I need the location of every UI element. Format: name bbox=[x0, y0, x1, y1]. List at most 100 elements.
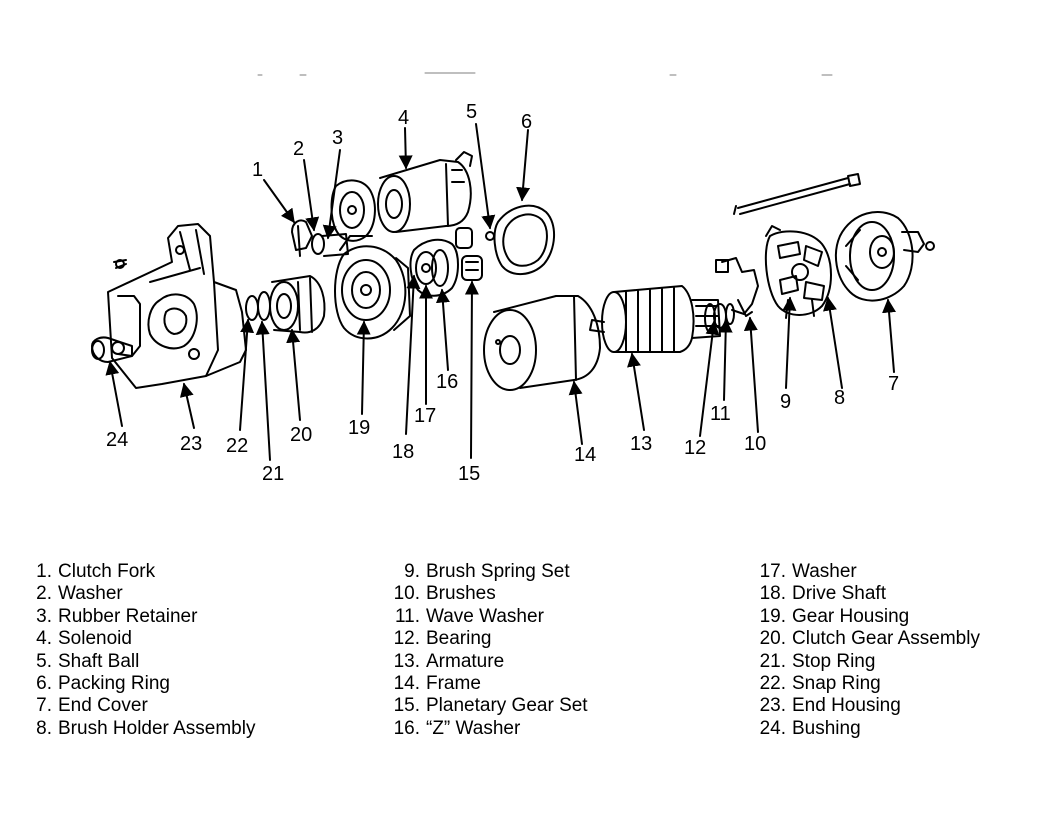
legend-label: Bearing bbox=[426, 628, 492, 650]
legend-number: 4. bbox=[36, 628, 52, 650]
legend-item: 20.Clutch Gear Assembly bbox=[756, 628, 980, 650]
legend-item: 3. Rubber Retainer bbox=[30, 606, 255, 628]
leader-arrows bbox=[105, 123, 897, 461]
legend-label: Bushing bbox=[792, 717, 861, 739]
legend-label: Stop Ring bbox=[792, 650, 876, 672]
legend-label: Clutch Gear Assembly bbox=[792, 628, 980, 650]
legend-item: 1. Clutch Fork bbox=[30, 561, 255, 583]
callout-15: 15 bbox=[458, 463, 480, 485]
callout-23: 23 bbox=[180, 433, 202, 455]
legend-number: 8. bbox=[36, 717, 52, 739]
legend-label: Washer bbox=[58, 583, 123, 605]
legend-label: End Housing bbox=[792, 695, 901, 717]
legend-number: 1. bbox=[36, 561, 52, 582]
callout-18: 18 bbox=[392, 441, 414, 463]
legend-item: 7. End Cover bbox=[30, 695, 255, 717]
legend-number: 3. bbox=[36, 605, 52, 627]
legend-item: 10. Brushes bbox=[390, 583, 588, 605]
callout-5: 5 bbox=[466, 101, 477, 123]
callout-4: 4 bbox=[398, 107, 409, 129]
legend-label: Solenoid bbox=[58, 628, 132, 650]
legend-number: 21. bbox=[759, 650, 786, 672]
legend-number: 23. bbox=[759, 695, 786, 717]
legend-item: 14. Frame bbox=[390, 673, 588, 695]
legend-label: Gear Housing bbox=[792, 605, 910, 627]
legend-label: Planetary Gear Set bbox=[426, 695, 588, 717]
legend-number: 24. bbox=[759, 717, 786, 739]
legend-label: Snap Ring bbox=[792, 673, 881, 695]
callout-8: 8 bbox=[834, 387, 845, 409]
legend-label: End Cover bbox=[58, 695, 148, 717]
legend-item: 4. Solenoid bbox=[30, 628, 255, 650]
solenoid-part bbox=[291, 151, 473, 257]
legend-item: 12. Bearing bbox=[390, 628, 588, 650]
legend-item: 24. Bushing bbox=[756, 718, 980, 740]
legend-number: 6. bbox=[36, 673, 52, 695]
legend-item: 11.Wave Washer bbox=[390, 606, 588, 628]
legend-item: 13. Armature bbox=[390, 651, 588, 673]
callout-22: 22 bbox=[226, 435, 248, 457]
legend-item: 5. Shaft Ball bbox=[30, 651, 255, 673]
legend-item: 2. Washer bbox=[30, 583, 255, 605]
legend-label: Armature bbox=[426, 650, 505, 672]
legend-number: 5. bbox=[36, 650, 52, 672]
callout-24: 24 bbox=[106, 429, 128, 451]
legend-item: 23. End Housing bbox=[756, 695, 980, 717]
legend-number: 22. bbox=[759, 673, 786, 695]
callout-9: 9 bbox=[780, 391, 791, 413]
legend-label: Brush Spring Set bbox=[426, 561, 570, 582]
legend-number: 16. bbox=[393, 717, 420, 739]
legend-label: Shaft Ball bbox=[58, 650, 140, 672]
legend-number: 14. bbox=[393, 673, 420, 695]
legend-number: 7. bbox=[36, 695, 52, 717]
legend-item: 21. Stop Ring bbox=[756, 651, 980, 673]
callout-labels: 1 2 3 4 5 6 7 8 9 10 11 12 13 14 15 16 1… bbox=[106, 101, 899, 485]
legend-item: 9. Brush Spring Set bbox=[390, 561, 588, 583]
callout-19: 19 bbox=[348, 417, 370, 439]
callout-3: 3 bbox=[332, 127, 343, 149]
frame-part bbox=[483, 295, 601, 391]
parts-legend-column-3: 17.Washer 18.Drive Shaft 19. Gear Housing… bbox=[756, 561, 980, 740]
gear-housing-part bbox=[334, 235, 411, 340]
scan-artifacts bbox=[257, 72, 833, 76]
legend-number: 18. bbox=[759, 583, 786, 605]
legend-item: 15. Planetary Gear Set bbox=[390, 695, 588, 717]
parts-legend-column-2: 9. Brush Spring Set 10. Brushes 11.Wave Wa… bbox=[390, 561, 588, 740]
legend-item: 16.“Z” Washer bbox=[390, 718, 588, 740]
legend-item: 19. Gear Housing bbox=[756, 606, 980, 628]
callout-20: 20 bbox=[290, 424, 312, 446]
legend-number: 11. bbox=[394, 605, 420, 627]
legend-number: 15. bbox=[393, 695, 420, 717]
legend-item: 8.Brush Holder Assembly bbox=[30, 718, 255, 740]
callout-1: 1 bbox=[252, 159, 263, 181]
callout-11: 11 bbox=[710, 403, 731, 425]
legend-number: 12. bbox=[393, 628, 420, 650]
through-bolt-part bbox=[733, 173, 861, 215]
clutch-gear-part bbox=[245, 275, 326, 334]
callout-7: 7 bbox=[888, 373, 899, 395]
legend-number: 13. bbox=[393, 650, 420, 672]
legend-label: Clutch Fork bbox=[58, 561, 156, 582]
legend-number: 17. bbox=[759, 561, 786, 582]
callout-16: 16 bbox=[436, 371, 458, 393]
legend-label: Packing Ring bbox=[58, 673, 170, 695]
callout-10: 10 bbox=[744, 433, 766, 455]
legend-label: Rubber Retainer bbox=[58, 605, 198, 627]
legend-number: 19. bbox=[759, 605, 786, 627]
end-housing-part bbox=[91, 223, 247, 389]
callout-14: 14 bbox=[574, 444, 596, 466]
legend-number: 2. bbox=[36, 583, 52, 605]
callout-21: 21 bbox=[262, 463, 284, 485]
legend-label: Frame bbox=[426, 673, 481, 695]
legend-number: 9. bbox=[404, 561, 420, 582]
exploded-view-drawing: 1 2 3 4 5 6 7 8 9 10 11 12 13 14 15 16 1… bbox=[91, 72, 935, 485]
armature-part bbox=[589, 285, 721, 353]
parts-legend-column-1: 1. Clutch Fork 2. Washer 3. Rubber Retainer… bbox=[30, 561, 255, 740]
legend-label: Brushes bbox=[426, 583, 496, 605]
legend-item: 18.Drive Shaft bbox=[756, 583, 980, 605]
legend-number: 10. bbox=[393, 583, 420, 605]
packing-ring-part bbox=[485, 204, 555, 275]
legend-item: 22. Snap Ring bbox=[756, 673, 980, 695]
legend-item: 17.Washer bbox=[756, 561, 980, 583]
callout-13: 13 bbox=[630, 433, 652, 455]
